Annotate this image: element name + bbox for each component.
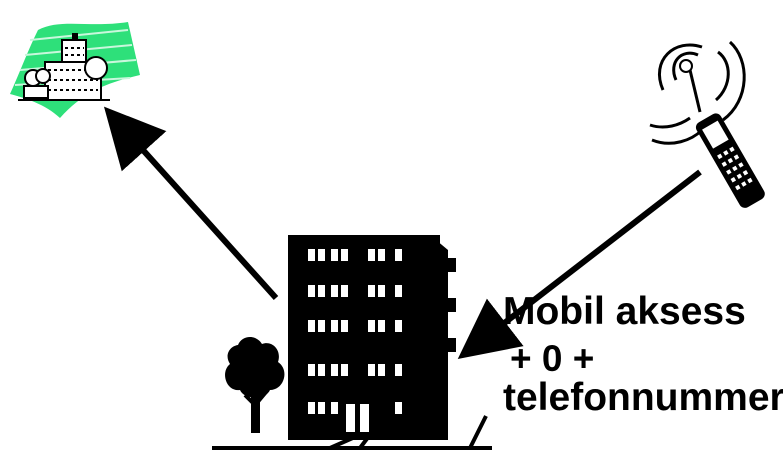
caption-mobile-access: Mobil aksess xyxy=(503,290,746,333)
hospital-icon xyxy=(10,22,140,118)
ground-lines xyxy=(212,415,492,450)
arrow-from-phone xyxy=(457,169,702,359)
arrow-to-hospital xyxy=(103,106,279,301)
office-building-icon xyxy=(288,235,456,440)
caption-plus-zero: + 0 + xyxy=(510,338,595,379)
mobile-phone-icon xyxy=(649,40,765,208)
caption-phone-number: telefonnummer xyxy=(503,376,783,419)
tree-icon xyxy=(225,336,285,433)
